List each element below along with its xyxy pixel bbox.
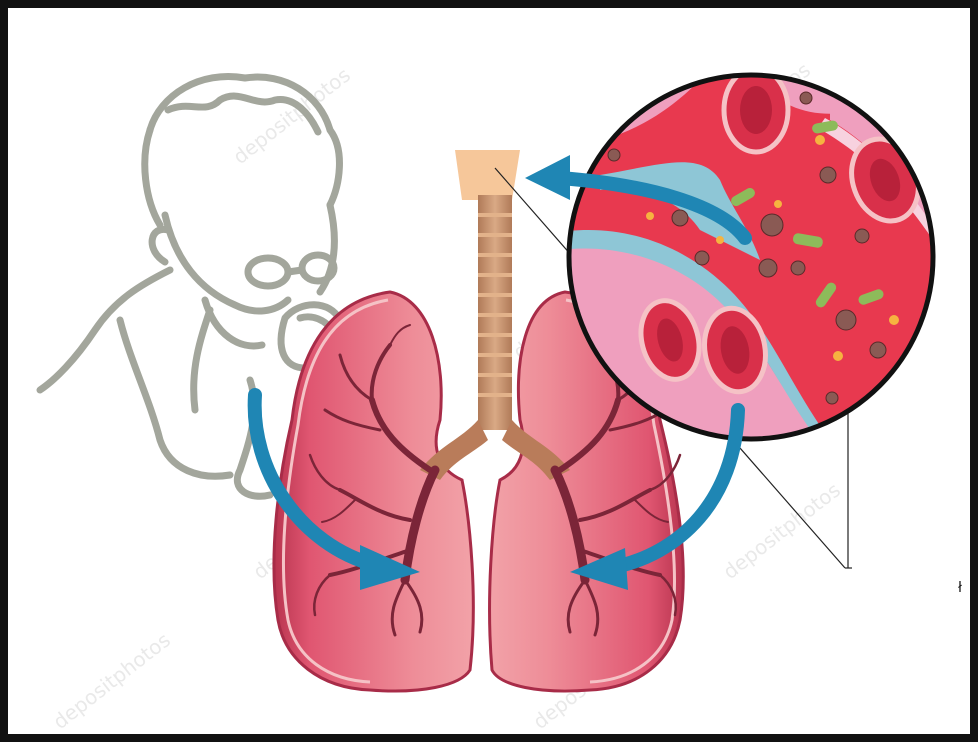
edge-glyph: ł <box>958 580 962 596</box>
